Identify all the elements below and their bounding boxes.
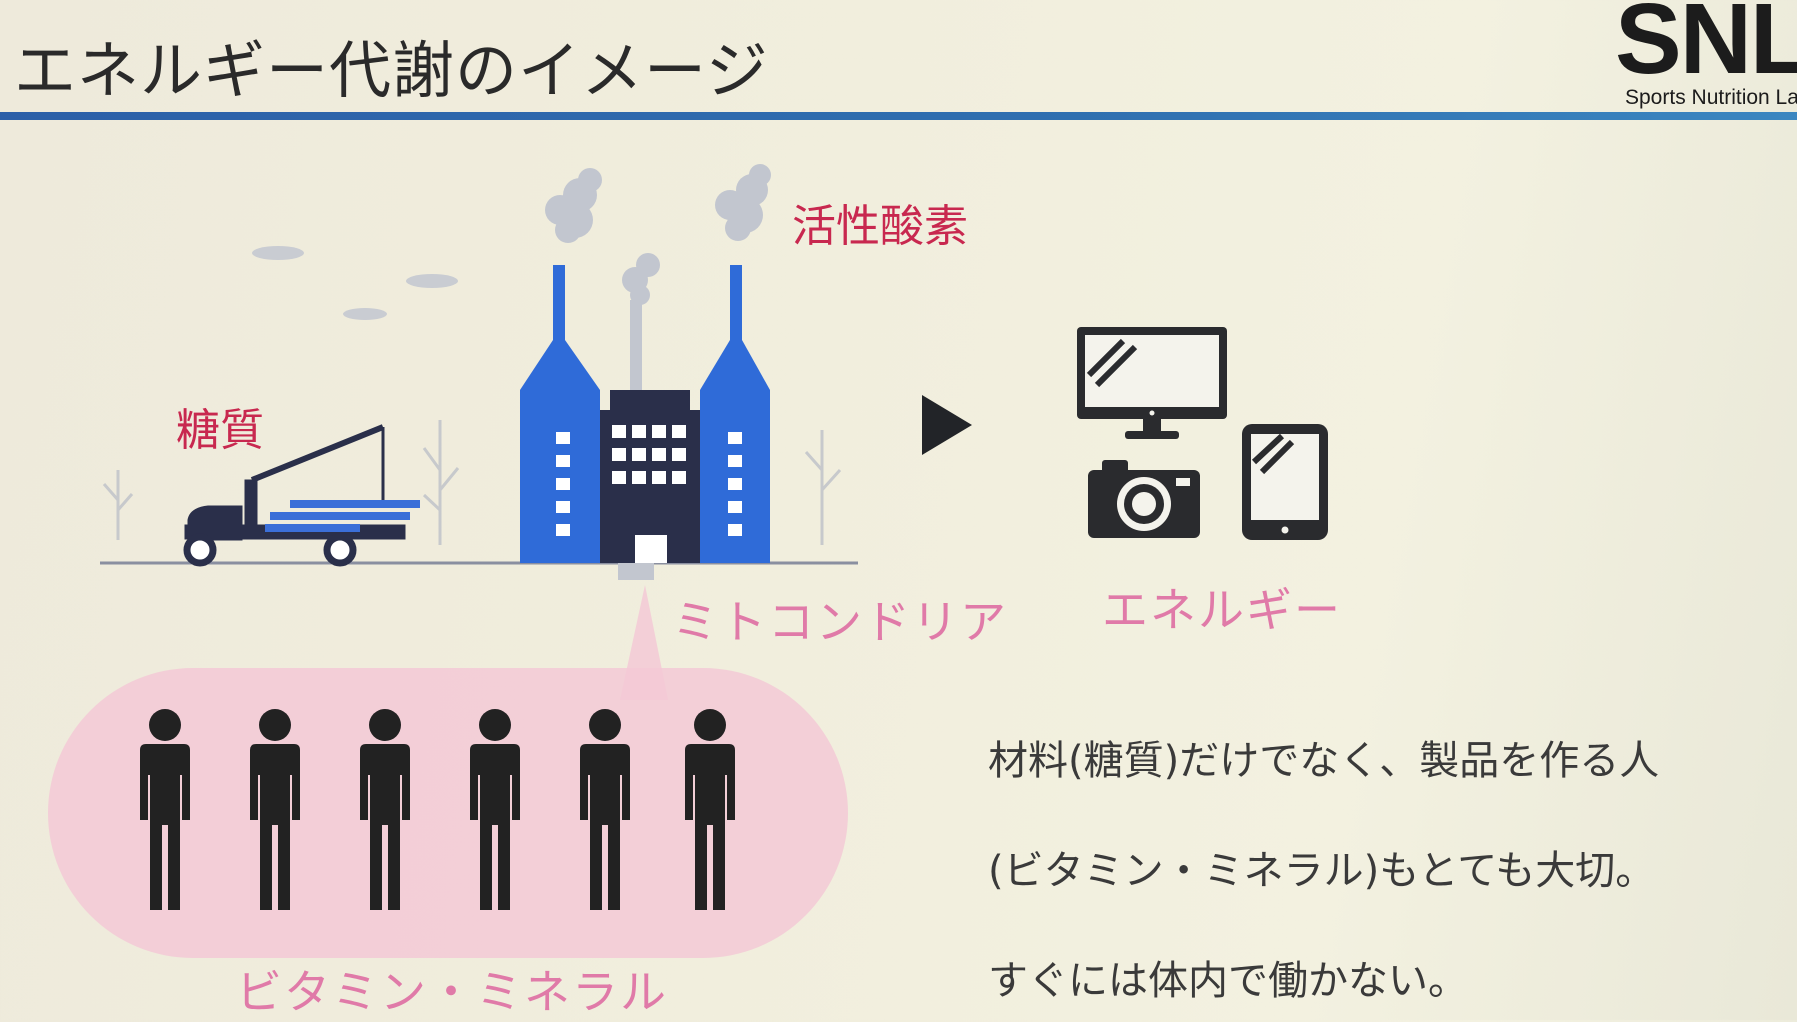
logo-mark: SNL (1615, 0, 1797, 95)
arrow-right-icon (922, 395, 972, 455)
truck-icon (183, 424, 420, 567)
brand-logo: SNL Sports Nutrition La (1615, 0, 1797, 112)
active-oxygen-label: 活性酸素 (792, 201, 968, 252)
explanation-line-1: 材料(糖質)だけでなく、製品を作る人 (988, 738, 1660, 784)
monitor-icon (1077, 327, 1227, 439)
explanation-line-3: すぐには体内で働かない。 (988, 958, 1468, 1004)
page-title: エネルギー代謝のイメージ (14, 34, 769, 107)
camera-icon (1088, 460, 1200, 538)
people-group (140, 709, 735, 910)
person-icon (685, 709, 735, 910)
person-icon (360, 709, 410, 910)
energy-label: エネルギー (1102, 583, 1342, 637)
person-icon (250, 709, 300, 910)
explanation-line-2: (ビタミン・ミネラル)もとても大切。 (988, 848, 1656, 894)
logo-tagline: Sports Nutrition La (1625, 86, 1797, 109)
person-icon (580, 709, 630, 910)
mitochondria-label: ミトコンドリア (672, 595, 1008, 649)
factory-icon (520, 164, 771, 580)
vitamin-mineral-label: ビタミン・ミネラル (236, 965, 668, 1019)
tablet-icon (1242, 424, 1328, 540)
person-icon (470, 709, 520, 910)
sugar-label: 糖質 (176, 405, 264, 456)
person-icon (140, 709, 190, 910)
header-rule (0, 112, 1797, 120)
